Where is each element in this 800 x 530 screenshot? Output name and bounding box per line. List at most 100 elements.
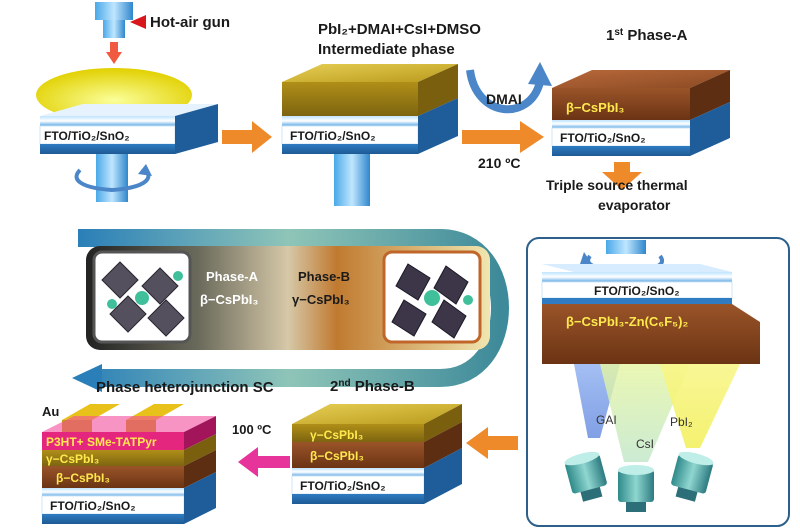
intermediate-layer-top: [282, 64, 458, 82]
substrate-side: [175, 104, 218, 154]
magenta-arrow: [238, 447, 290, 477]
hot-air-arrow-stem: [110, 42, 118, 54]
rotation-arrow-1: [74, 168, 151, 193]
dmai-label: DMAI: [486, 91, 522, 107]
rotation-arrowhead-2: [580, 252, 592, 264]
dmai-arrowhead: [528, 62, 552, 86]
device-beta-layer: [42, 466, 184, 488]
orange-arrow-1: [222, 121, 272, 153]
gamma-layer-label: γ−CsPbI₃: [310, 428, 363, 442]
phase-a-layer-top: [552, 70, 730, 88]
phase-a-layer-front: [552, 88, 690, 120]
substrate-fto-layer-3: [552, 120, 690, 128]
gamma-layer-top: [292, 404, 462, 424]
htl-side: [184, 416, 216, 450]
intermediate-layer-front: [282, 82, 418, 116]
step4-phase-b: 2nd Phase-B γ−CsPbI₃ β−CsPbI₃ FTO/TiO₂/S…: [291, 378, 462, 504]
substrate-fto-layer-4: [292, 468, 424, 476]
down-arrow-to-evaporator: [602, 162, 642, 190]
device-fto-layer: [42, 488, 184, 496]
phase-a-layer-side: [690, 70, 730, 120]
annealing-step-a: DMAI 210 ºC: [462, 62, 552, 171]
dmai-release-arrow: [466, 69, 544, 114]
htl-top: [42, 416, 216, 432]
evaporator-chamber: FTO/TiO₂/SnO₂ β−CsPbI₃-Zn(C₆F₅)₂ GAI CsI…: [526, 237, 790, 527]
gamma-layer-side: [424, 404, 462, 442]
device-gamma-label: γ−CsPbI₃: [46, 452, 99, 466]
orange-arrow-3: [466, 427, 518, 459]
device-base: [42, 514, 184, 524]
substrate-label-2: FTO/TiO₂/SnO₂: [290, 129, 376, 143]
pbi2-crucible: [671, 451, 714, 502]
au-label: Au: [42, 404, 59, 419]
device-gamma-layer: [42, 450, 184, 466]
beta-layer-front: [292, 442, 424, 468]
beta-layer-side: [424, 422, 462, 468]
hot-air-gun-nozzle: [103, 20, 125, 38]
device-gamma-side: [184, 434, 216, 466]
doped-layer-label: β−CsPbI₃-Zn(C₆F₅)₂: [566, 314, 688, 329]
source-label-gai: GAI: [596, 413, 617, 427]
spin-shaft-1: [96, 154, 128, 202]
substrate-top-face: [40, 104, 218, 116]
device-substrate-label: FTO/TiO₂/SnO₂: [50, 499, 136, 513]
substrate-fto-layer: [40, 116, 175, 126]
beta-layer-label: β−CsPbI₃: [310, 449, 364, 463]
phase-b-octahedra: [391, 263, 473, 339]
step1-substrate: FTO/TiO₂/SnO₂: [36, 68, 218, 202]
phase-a-formula: β−CsPbI₃: [200, 292, 258, 307]
evaporator-label-2: evaporator: [598, 197, 671, 213]
temp-100-label: 100 ºC: [232, 422, 272, 437]
phase-b-name: Phase-B: [298, 269, 350, 284]
evaporator-label-1: Triple source thermal: [546, 177, 688, 193]
hot-air-gun-label: Hot-air gun: [150, 14, 230, 31]
phase-a-beta-label: β−CsPbI₃: [566, 100, 624, 115]
substrate-label-1: FTO/TiO₂/SnO₂: [44, 129, 130, 143]
loop-arrowhead: [72, 364, 102, 392]
step5-device: Phase heterojunction SC Au P3HT+ SMe-TAT…: [41, 379, 274, 524]
gamma-layer-front: [292, 424, 424, 442]
heterojunction-title: Phase heterojunction SC: [96, 379, 274, 396]
temp-210-label: 210 ºC: [478, 155, 520, 171]
htl-label: P3HT+ SMe-TATPyr: [46, 435, 157, 449]
step1-hot-air-gun: Hot-air gun: [95, 2, 230, 64]
substrate-label-inverted: FTO/TiO₂/SnO₂: [594, 284, 680, 298]
orange-arrow-2: [462, 121, 544, 153]
csi-vapor-cone: [600, 364, 690, 462]
source-label-csi: CsI: [636, 437, 654, 451]
substrate-side-4: [424, 448, 462, 504]
hot-air-pointer: [130, 15, 146, 29]
intermediate-phase-label: Intermediate phase: [318, 41, 455, 58]
evaporator-holder: [606, 240, 646, 254]
phase-a-title: 1st Phase-A: [606, 27, 688, 45]
phase-loop: Phase-A β−CsPbI₃ Phase-B γ−CsPbI₃: [72, 229, 509, 392]
substrate-side-2: [418, 98, 458, 154]
hot-air-arrow: [106, 52, 122, 64]
inverted-blue-line: [542, 298, 732, 304]
htl-layer: [42, 432, 184, 450]
substrate-base-4: [292, 494, 424, 504]
pbi2-vapor-cone: [660, 364, 740, 448]
loop-track: [78, 229, 509, 387]
step3-phase-a: 1st Phase-A β−CsPbI₃ FTO/TiO₂/SnO₂: [551, 27, 730, 190]
heater-stand: [334, 154, 370, 206]
csi-crucible: [618, 465, 654, 512]
inverted-fto-layer: [542, 272, 732, 282]
arrow-1-to-2: [222, 121, 272, 153]
substrate-fto-layer-2: [282, 116, 418, 126]
substrate-label-4: FTO/TiO₂/SnO₂: [300, 479, 386, 493]
doped-layer: [542, 304, 760, 364]
phase-a-octahedra: [101, 261, 185, 337]
substrate-side-3: [690, 102, 730, 156]
hot-air-gun-nozzle-top: [95, 2, 133, 20]
step2-intermediate: PbI₂+DMAI+CsI+DMSO Intermediate phase FT…: [281, 21, 481, 206]
substrate-base-2: [282, 144, 418, 154]
intermediate-layer-side: [418, 64, 458, 116]
phase-a-name: Phase-A: [206, 269, 259, 284]
substrate-base: [40, 144, 175, 154]
phase-b-title: 2nd Phase-B: [330, 378, 415, 396]
device-beta-side: [184, 450, 216, 488]
substrate-base-3: [552, 146, 690, 156]
